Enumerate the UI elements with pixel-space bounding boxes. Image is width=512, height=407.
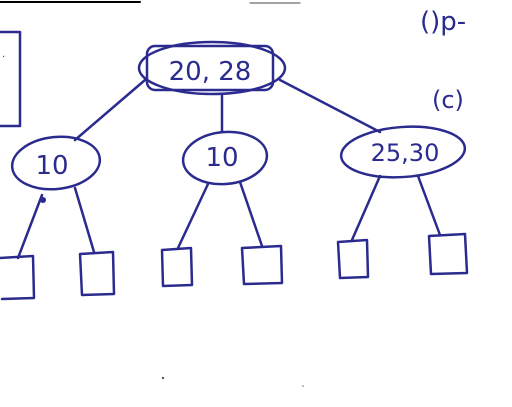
partial-box-mark: · xyxy=(2,52,5,63)
margin-note-top-right: ()p- xyxy=(420,7,466,37)
edge-root-to-child-3 xyxy=(278,78,382,134)
edge-child-3-to-leaf-6 xyxy=(416,174,442,237)
root-inner-box xyxy=(145,44,275,92)
root-node: 20, 28 xyxy=(137,40,287,96)
leaf-box-4 xyxy=(240,244,284,286)
edge-root-to-child-1 xyxy=(73,78,147,142)
edge-child-3-to-leaf-5 xyxy=(350,174,382,242)
child-1-ellipse xyxy=(10,135,102,191)
leaf-box-5 xyxy=(336,238,370,280)
partial-box-left xyxy=(0,30,22,128)
edge-child-1-to-leaf-2 xyxy=(73,186,96,254)
leaf-box-6 xyxy=(427,232,469,276)
child-node-2: 10 xyxy=(181,130,269,186)
edge-child-1-to-leaf-1 xyxy=(16,193,44,260)
scan-speck xyxy=(161,376,165,380)
leaf-box-1 xyxy=(0,254,36,301)
leaf-box-2 xyxy=(78,250,116,297)
edge-child-2-to-leaf-3 xyxy=(176,182,210,250)
scan-speck-2 xyxy=(302,385,304,387)
ink-dot xyxy=(40,197,46,203)
child-2-keys: 10 xyxy=(205,143,238,173)
child-3-ellipse xyxy=(339,125,467,179)
edge-child-2-to-leaf-4 xyxy=(238,180,264,248)
leaf-box-3 xyxy=(160,246,194,288)
child-3-keys: 25,30 xyxy=(371,139,440,167)
child-1-keys: 10 xyxy=(35,151,68,181)
child-2-ellipse xyxy=(181,130,269,186)
child-node-3: 25,30 xyxy=(339,125,467,179)
tree-edges xyxy=(16,78,442,260)
root-outer-ellipse xyxy=(137,40,287,96)
leaf-nodes xyxy=(0,232,469,301)
margin-note-right: (c) xyxy=(432,86,464,114)
child-node-1: 10 xyxy=(10,135,102,191)
root-keys: 20, 28 xyxy=(169,57,252,87)
